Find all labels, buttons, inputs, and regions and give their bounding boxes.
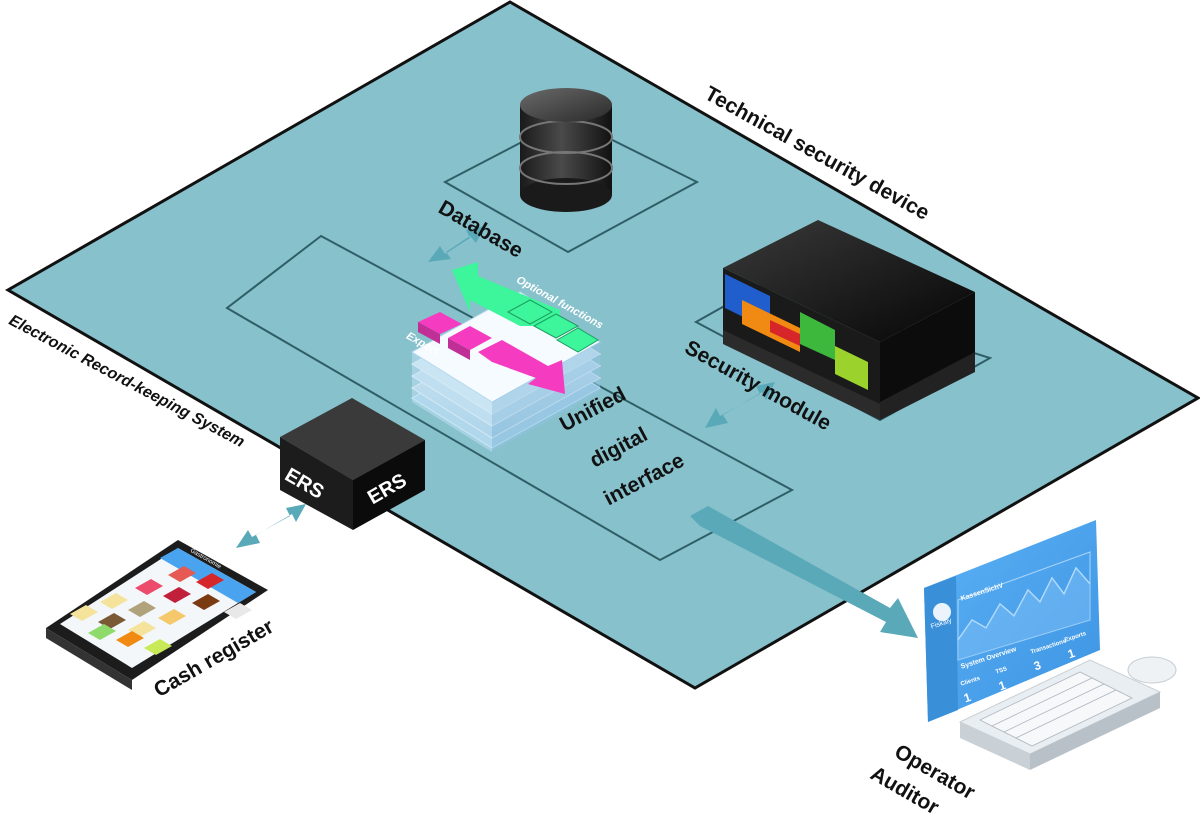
mouse-icon (1127, 656, 1177, 684)
security-device-platform (4, 0, 1200, 690)
operator-monitor-icon (924, 520, 1100, 722)
export-arrow (418, 312, 565, 394)
database-icon (519, 88, 613, 212)
interface-zone (225, 234, 795, 562)
keyboard-icon (958, 659, 1162, 770)
db-interface-arrow (428, 226, 485, 262)
security-module-icon (723, 220, 975, 420)
cash-register-phone-icon (46, 540, 268, 690)
security-interface-arrow (705, 382, 775, 428)
optional-functions-arrow (452, 262, 599, 353)
ers-cube-icon (280, 398, 425, 530)
ers-cashregister-arrow (236, 504, 306, 548)
database-zone (442, 116, 700, 254)
interface-operator-arrow (690, 506, 918, 638)
